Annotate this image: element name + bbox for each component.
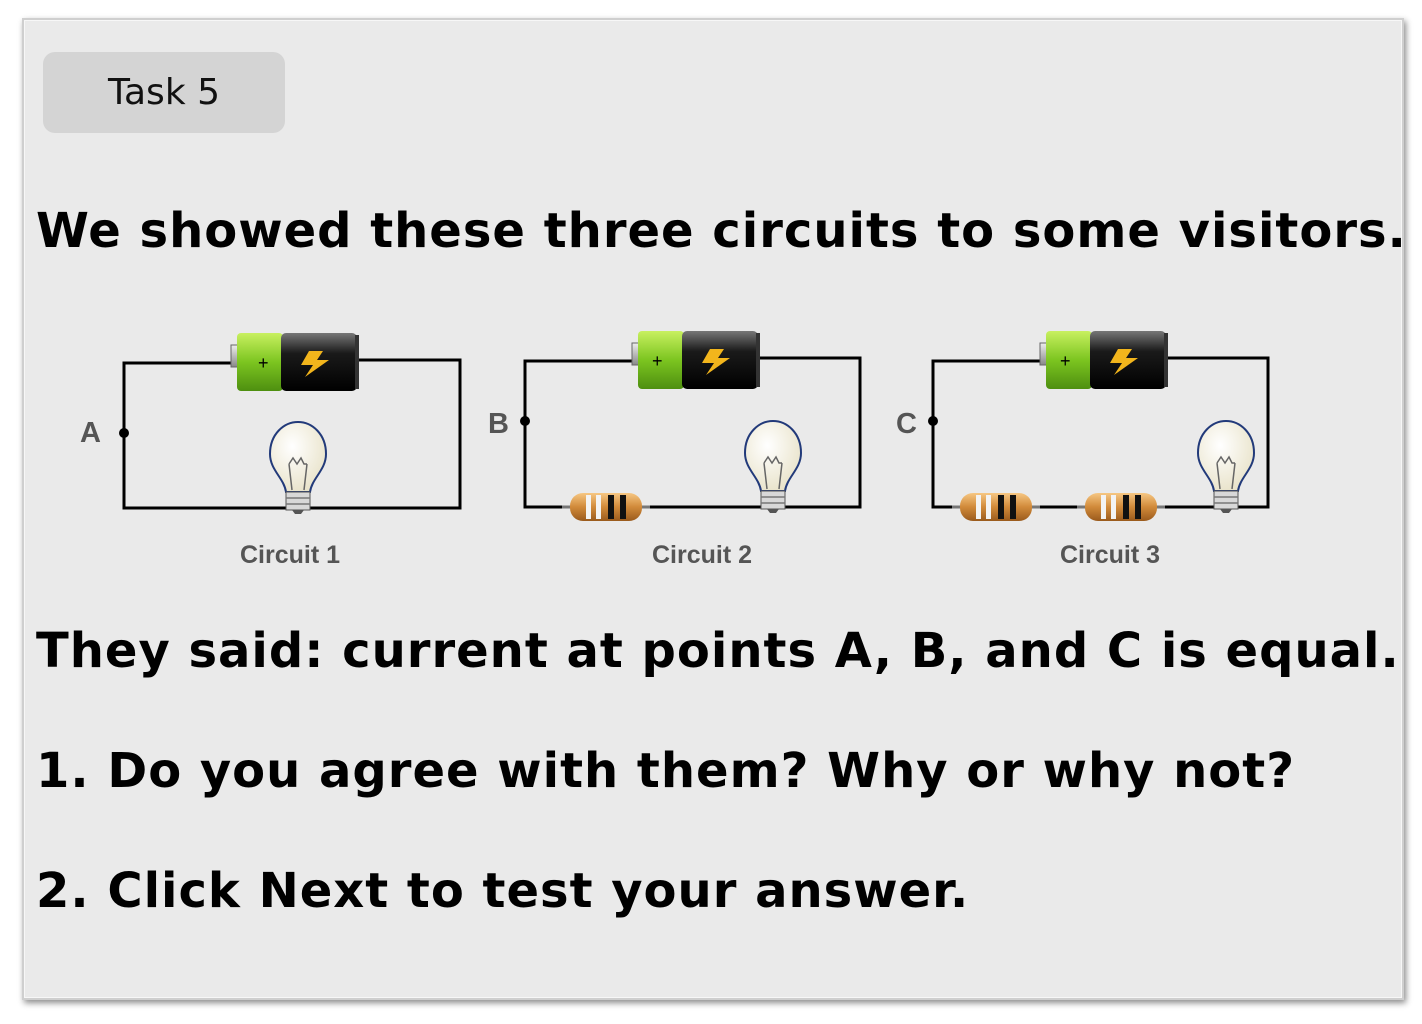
battery-plus: +: [1060, 351, 1071, 371]
battery-icon: [230, 332, 360, 392]
bulb-icon: [744, 420, 802, 514]
intro-text: We showed these three circuits to some v…: [36, 203, 1407, 259]
point-a-marker: [119, 428, 129, 438]
point-b-marker: [520, 416, 530, 426]
battery-plus: +: [258, 353, 269, 373]
point-c-marker: [928, 416, 938, 426]
question-2: 2. Click Next to test your answer.: [36, 863, 970, 919]
circuit-3-caption: Circuit 3: [1060, 541, 1160, 569]
circuit-2-caption: Circuit 2: [652, 541, 752, 569]
resistor-icon: [560, 491, 652, 523]
claim-text: They said: current at points A, B, and C…: [36, 623, 1400, 679]
question-1: 1. Do you agree with them? Why or why no…: [36, 743, 1296, 799]
point-a-label: A: [80, 417, 101, 449]
task-tab: Task 5: [43, 52, 285, 133]
circuit-2: + B Circuit 2: [488, 330, 862, 569]
circuit-1-caption: Circuit 1: [240, 541, 340, 569]
point-c-label: C: [896, 408, 917, 440]
point-b-label: B: [488, 408, 509, 440]
bulb-icon: [269, 421, 327, 515]
bulb-icon: [1197, 420, 1255, 514]
resistor-icon: [1075, 491, 1167, 523]
circuit-3: + C Circuit 3: [896, 330, 1270, 569]
battery-plus: +: [652, 351, 663, 371]
resistor-icon: [950, 491, 1042, 523]
circuit-1: + A Circuit 1: [80, 332, 462, 569]
